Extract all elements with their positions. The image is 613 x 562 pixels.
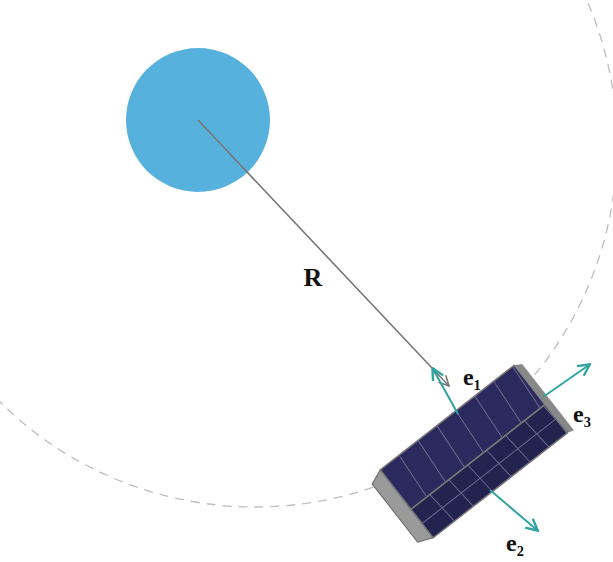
basis-label: e₃ (573, 402, 591, 426)
satellite-edge (514, 361, 574, 435)
cell-line (415, 440, 449, 482)
cell-line (434, 426, 468, 468)
cell-line (422, 419, 556, 524)
satellite (368, 361, 573, 549)
vector-label: R (304, 265, 323, 291)
basis-vector (433, 369, 458, 414)
panel-cells (380, 365, 568, 538)
solar-panel-side (411, 405, 567, 538)
position-vector (198, 120, 449, 386)
cell-line (453, 411, 487, 453)
cell-line (509, 366, 543, 408)
cell-line (396, 455, 430, 497)
cell-line (491, 381, 525, 423)
basis-vector (543, 365, 589, 397)
basis-label: e₂ (506, 531, 524, 555)
cell-line (472, 396, 506, 438)
basis-label: e₁ (463, 365, 481, 389)
basis-vector (490, 490, 537, 530)
